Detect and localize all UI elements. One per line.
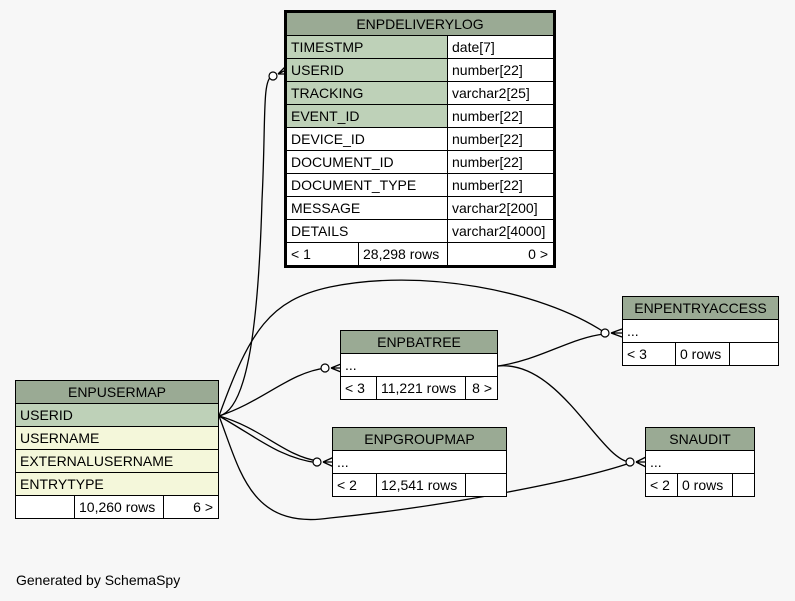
children-link[interactable] <box>729 343 778 365</box>
edge-batree-snaudit <box>497 365 631 463</box>
table-enpentryaccess[interactable]: ENPENTRYACCESS ... < 3 0 rows <box>622 296 779 366</box>
edge-usermap-deliverylog <box>218 75 273 417</box>
column-type: number[22] <box>447 151 553 173</box>
optional-marker <box>312 457 322 467</box>
parents-link[interactable]: < 2 <box>646 474 677 496</box>
column-name: MESSAGE <box>287 197 447 219</box>
column-type: date[7] <box>447 36 553 58</box>
children-link[interactable] <box>732 474 754 496</box>
column-name: DEVICE_ID <box>287 128 447 150</box>
optional-marker <box>625 457 635 467</box>
table-title: ENPENTRYACCESS <box>623 297 778 320</box>
column-row: ... <box>333 451 506 474</box>
column-row: ENTRYTYPE <box>16 473 218 496</box>
edge-usermap-groupmap-1 <box>218 415 319 462</box>
column-name: ENTRYTYPE <box>16 473 218 495</box>
column-row: DOCUMENT_ID number[22] <box>287 151 553 174</box>
table-title: ENPUSERMAP <box>16 381 218 404</box>
column-type: number[22] <box>447 59 553 81</box>
parents-link[interactable]: < 3 <box>623 343 675 365</box>
column-row: EVENT_ID number[22] <box>287 105 553 128</box>
children-link[interactable] <box>465 474 506 496</box>
parents-link[interactable] <box>16 496 74 518</box>
column-name: USERID <box>16 404 218 426</box>
table-enpgroupmap[interactable]: ENPGROUPMAP ... < 2 12,541 rows <box>332 427 507 497</box>
edge-usermap-entryaccess <box>218 279 605 417</box>
column-name: DOCUMENT_TYPE <box>287 174 447 196</box>
optional-marker <box>320 363 330 373</box>
crowfoot-marker <box>610 328 623 338</box>
crowfoot-marker <box>635 456 647 468</box>
column-row: EXTERNALUSERNAME <box>16 450 218 473</box>
column-type: varchar2[25] <box>447 82 553 104</box>
column-name: USERNAME <box>16 427 218 449</box>
column-name: TIMESTMP <box>287 36 447 58</box>
table-stats-row: 10,260 rows 6 > <box>16 496 218 518</box>
column-row: DOCUMENT_TYPE number[22] <box>287 174 553 197</box>
column-type: number[22] <box>447 105 553 127</box>
children-link[interactable]: 8 > <box>465 377 497 399</box>
row-count: 11,221 rows <box>376 377 465 399</box>
table-enpusermap[interactable]: ENPUSERMAP USERID USERNAME EXTERNALUSERN… <box>15 380 219 519</box>
table-title: ENPBATREE <box>341 331 497 354</box>
collapsed-columns: ... <box>646 451 754 473</box>
table-title: ENPDELIVERYLOG <box>287 13 553 36</box>
children-link[interactable]: 0 > <box>447 243 553 265</box>
column-row: ... <box>341 354 497 377</box>
column-row: USERID number[22] <box>287 59 553 82</box>
row-count: 10,260 rows <box>74 496 163 518</box>
table-title: SNAUDIT <box>646 428 754 451</box>
table-title: ENPGROUPMAP <box>333 428 506 451</box>
parents-link[interactable]: < 3 <box>341 377 376 399</box>
table-stats-row: < 3 0 rows <box>623 343 778 365</box>
column-row: ... <box>646 451 754 474</box>
row-count: 12,541 rows <box>376 474 465 496</box>
collapsed-columns: ... <box>341 354 497 376</box>
table-stats-row: < 2 0 rows <box>646 474 754 496</box>
generated-by-footer: Generated by SchemaSpy <box>16 572 181 588</box>
table-enpdeliverylog[interactable]: ENPDELIVERYLOG TIMESTMP date[7] USERID n… <box>284 10 556 268</box>
crowfoot-marker <box>330 363 342 373</box>
collapsed-columns: ... <box>333 451 506 473</box>
edge-usermap-snaudit <box>218 415 631 521</box>
column-type: varchar2[4000] <box>447 220 553 242</box>
collapsed-columns: ... <box>623 320 778 342</box>
edge-usermap-batree <box>218 367 327 417</box>
edge-batree-entryaccess <box>497 333 605 367</box>
parents-link[interactable]: < 1 <box>287 243 358 265</box>
parents-link[interactable]: < 2 <box>333 474 376 496</box>
children-link[interactable]: 6 > <box>163 496 218 518</box>
column-type: varchar2[200] <box>447 197 553 219</box>
column-row: DEVICE_ID number[22] <box>287 128 553 151</box>
column-name: EVENT_ID <box>287 105 447 127</box>
column-row: MESSAGE varchar2[200] <box>287 197 553 220</box>
column-row: TIMESTMP date[7] <box>287 36 553 59</box>
optional-marker <box>600 328 610 338</box>
optional-marker <box>268 71 278 81</box>
column-row: TRACKING varchar2[25] <box>287 82 553 105</box>
column-name: DETAILS <box>287 220 447 242</box>
column-name: USERID <box>287 59 447 81</box>
column-name: DOCUMENT_ID <box>287 151 447 173</box>
column-type: number[22] <box>447 128 553 150</box>
column-type: number[22] <box>447 174 553 196</box>
table-stats-row: < 1 28,298 rows 0 > <box>287 243 553 265</box>
column-row: ... <box>623 320 778 343</box>
table-enpbatree[interactable]: ENPBATREE ... < 3 11,221 rows 8 > <box>340 330 498 400</box>
column-row: USERNAME <box>16 427 218 450</box>
row-count: 0 rows <box>675 343 729 365</box>
table-snaudit[interactable]: SNAUDIT ... < 2 0 rows <box>645 427 755 497</box>
column-row: DETAILS varchar2[4000] <box>287 220 553 243</box>
edge-usermap-groupmap-2 <box>218 415 319 464</box>
table-stats-row: < 2 12,541 rows <box>333 474 506 496</box>
table-stats-row: < 3 11,221 rows 8 > <box>341 377 497 399</box>
column-name: EXTERNALUSERNAME <box>16 450 218 472</box>
row-count: 28,298 rows <box>358 243 447 265</box>
column-row: USERID <box>16 404 218 427</box>
column-name: TRACKING <box>287 82 447 104</box>
row-count: 0 rows <box>677 474 732 496</box>
